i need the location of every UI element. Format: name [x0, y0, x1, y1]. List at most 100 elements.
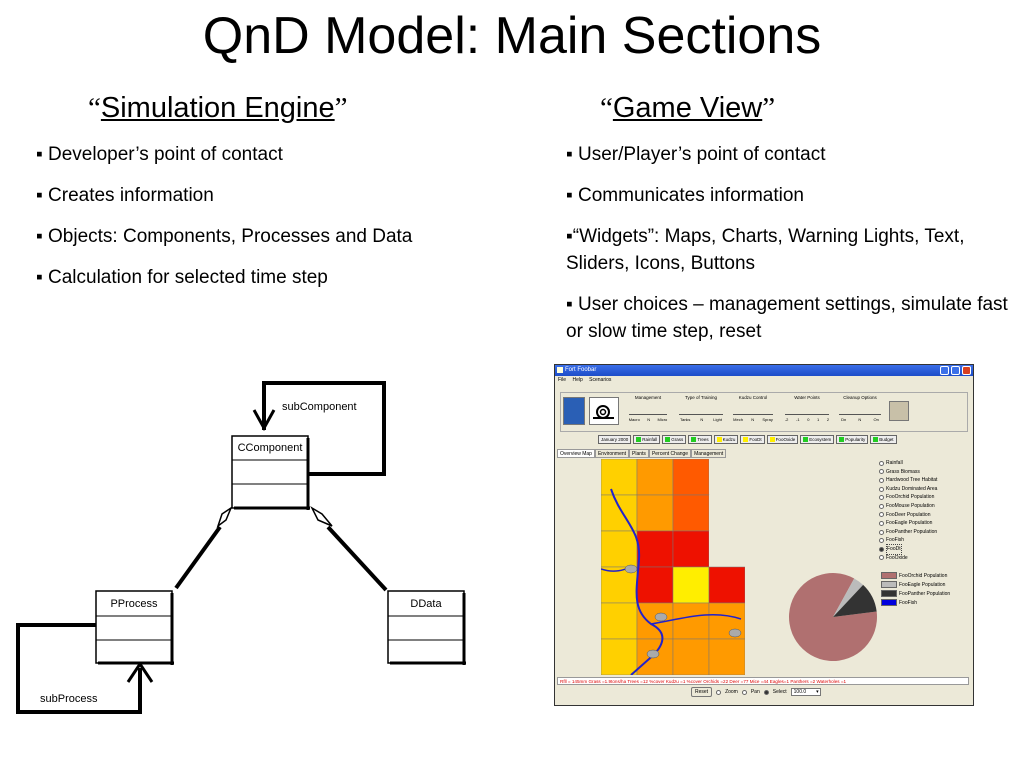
zoom-label: Zoom — [725, 689, 738, 695]
map-cell[interactable] — [601, 638, 638, 675]
map-cell[interactable] — [672, 602, 710, 640]
menu-bar: File Help Scenarios — [555, 376, 973, 385]
status-light-icon — [665, 437, 671, 442]
bullet: ▪ Communicates information — [566, 185, 804, 206]
layer-option[interactable]: FooDeer Population — [879, 511, 937, 520]
maximize-icon[interactable] — [951, 366, 960, 375]
map-cell[interactable] — [601, 530, 638, 568]
indicator-budget[interactable]: Budget — [870, 435, 897, 444]
overview-map[interactable] — [601, 459, 745, 675]
indicator-foooxide[interactable]: FooOxide — [766, 435, 799, 444]
group-title: Kudzu Control — [738, 395, 768, 400]
indicator-foodt[interactable]: FooDt — [740, 435, 765, 444]
layer-option[interactable]: Hardwood Tree Habitat — [879, 476, 937, 485]
tab-percent-change[interactable]: Percent Change — [648, 449, 692, 458]
map-cell[interactable] — [672, 566, 710, 604]
map-cell[interactable] — [709, 531, 745, 567]
pie-legend: FooOrchid Population FooEagle Population… — [881, 571, 950, 607]
indicator-ecosystem[interactable]: Ecosystem — [800, 435, 835, 444]
layer-option[interactable]: FooOxide — [879, 554, 937, 563]
pan-label: Pan — [750, 689, 760, 695]
map-cell[interactable] — [636, 494, 674, 532]
layer-option[interactable]: Grass Biomass — [879, 468, 937, 477]
select-radio[interactable] — [763, 689, 769, 695]
layer-option[interactable]: FooOrchid Population — [879, 493, 937, 502]
ccomponent-label: CComponent — [238, 442, 303, 454]
map-cell[interactable] — [672, 530, 710, 568]
map-cell[interactable] — [601, 494, 638, 532]
tab-plants[interactable]: Plants — [629, 449, 649, 458]
tick: Dn — [841, 417, 847, 422]
menu-file[interactable]: File — [558, 377, 567, 383]
bullet: ▪ User choices – management settings, si… — [566, 294, 1008, 342]
group-title: Type of Training — [684, 395, 718, 400]
layer-option[interactable]: FooFish — [879, 536, 937, 545]
heading-text: Game View — [612, 92, 763, 124]
tick: Tanks — [679, 417, 691, 422]
status-readout: Rfll = 145mm Grass =1.9tons/ha Trees =12… — [557, 677, 969, 685]
pie-legend-item: FooEagle Population — [881, 580, 950, 589]
waterhole-marker[interactable] — [624, 564, 638, 574]
minimize-icon[interactable] — [940, 366, 949, 375]
map-cell[interactable] — [636, 566, 674, 604]
zoom-radio[interactable] — [716, 689, 722, 695]
layer-option[interactable]: FooPanther Population — [879, 528, 937, 537]
cleanup-icon — [889, 401, 909, 421]
indicator-grass[interactable]: Grass — [662, 435, 687, 444]
menu-help[interactable]: Help — [572, 377, 583, 383]
tab-management[interactable]: Management — [691, 449, 727, 458]
layer-radio-list: Rainfall Grass Biomass Hardwood Tree Hab… — [879, 459, 937, 562]
tick: N — [858, 417, 862, 422]
map-cell[interactable] — [636, 459, 674, 496]
indicator-trees[interactable]: Trees — [688, 435, 712, 444]
ddata-class-box: DData — [387, 590, 466, 665]
map-cell[interactable] — [708, 638, 745, 675]
layer-option[interactable]: FooMouse Population — [879, 502, 937, 511]
layer-option[interactable]: Kudzu Dominated Area — [879, 485, 937, 494]
tick: -1 — [796, 417, 800, 422]
reset-button[interactable]: Reset — [691, 687, 713, 697]
layer-option-selected[interactable]: FooDt — [879, 543, 937, 555]
map-cell[interactable] — [601, 459, 638, 496]
map-cell[interactable] — [672, 459, 710, 496]
menu-scenarios[interactable]: Scenarios — [589, 377, 612, 383]
map-cell[interactable] — [708, 566, 745, 604]
pie-legend-item: FooFish — [881, 598, 950, 607]
map-cell[interactable] — [601, 602, 638, 640]
bullet: ▪ Developer’s point of contact — [36, 144, 283, 165]
app-icon — [557, 367, 563, 373]
map-cell[interactable] — [709, 495, 745, 531]
map-cell[interactable] — [672, 494, 710, 532]
map-cell[interactable] — [636, 530, 674, 568]
zoom-level-select[interactable]: 100.0 — [790, 688, 821, 696]
layer-option[interactable]: FooEagle Population — [879, 519, 937, 528]
waterhole-marker[interactable] — [728, 628, 742, 638]
tick: -2 — [784, 417, 789, 422]
tab-overview-map[interactable]: Overview Map — [557, 449, 595, 458]
layer-option[interactable]: Rainfall — [879, 459, 937, 468]
tick: On — [873, 417, 879, 422]
map-cell[interactable] — [672, 638, 710, 675]
tab-environment[interactable]: Environment — [594, 449, 630, 458]
close-icon[interactable] — [962, 366, 971, 375]
bullet: ▪ Objects: Components, Processes and Dat… — [36, 226, 413, 247]
indicator-rainfall[interactable]: Rainfall — [633, 435, 661, 444]
waterhole-marker[interactable] — [646, 649, 660, 659]
window-titlebar: Fort Foobar — [555, 365, 973, 376]
indicator-kudzu[interactable]: Kudzu — [713, 435, 739, 444]
bird-icon — [563, 397, 585, 425]
map-cell[interactable] — [709, 459, 745, 495]
tick: Light — [713, 417, 722, 422]
tick: N — [751, 417, 755, 422]
status-light-icon — [691, 437, 697, 442]
indicator-popularity[interactable]: Popularity — [836, 435, 869, 444]
waterhole-marker[interactable] — [654, 612, 668, 622]
pprocess-class-box: PProcess — [95, 590, 174, 665]
pan-radio[interactable] — [741, 689, 747, 695]
bullet: ▪ Creates information — [36, 185, 214, 206]
